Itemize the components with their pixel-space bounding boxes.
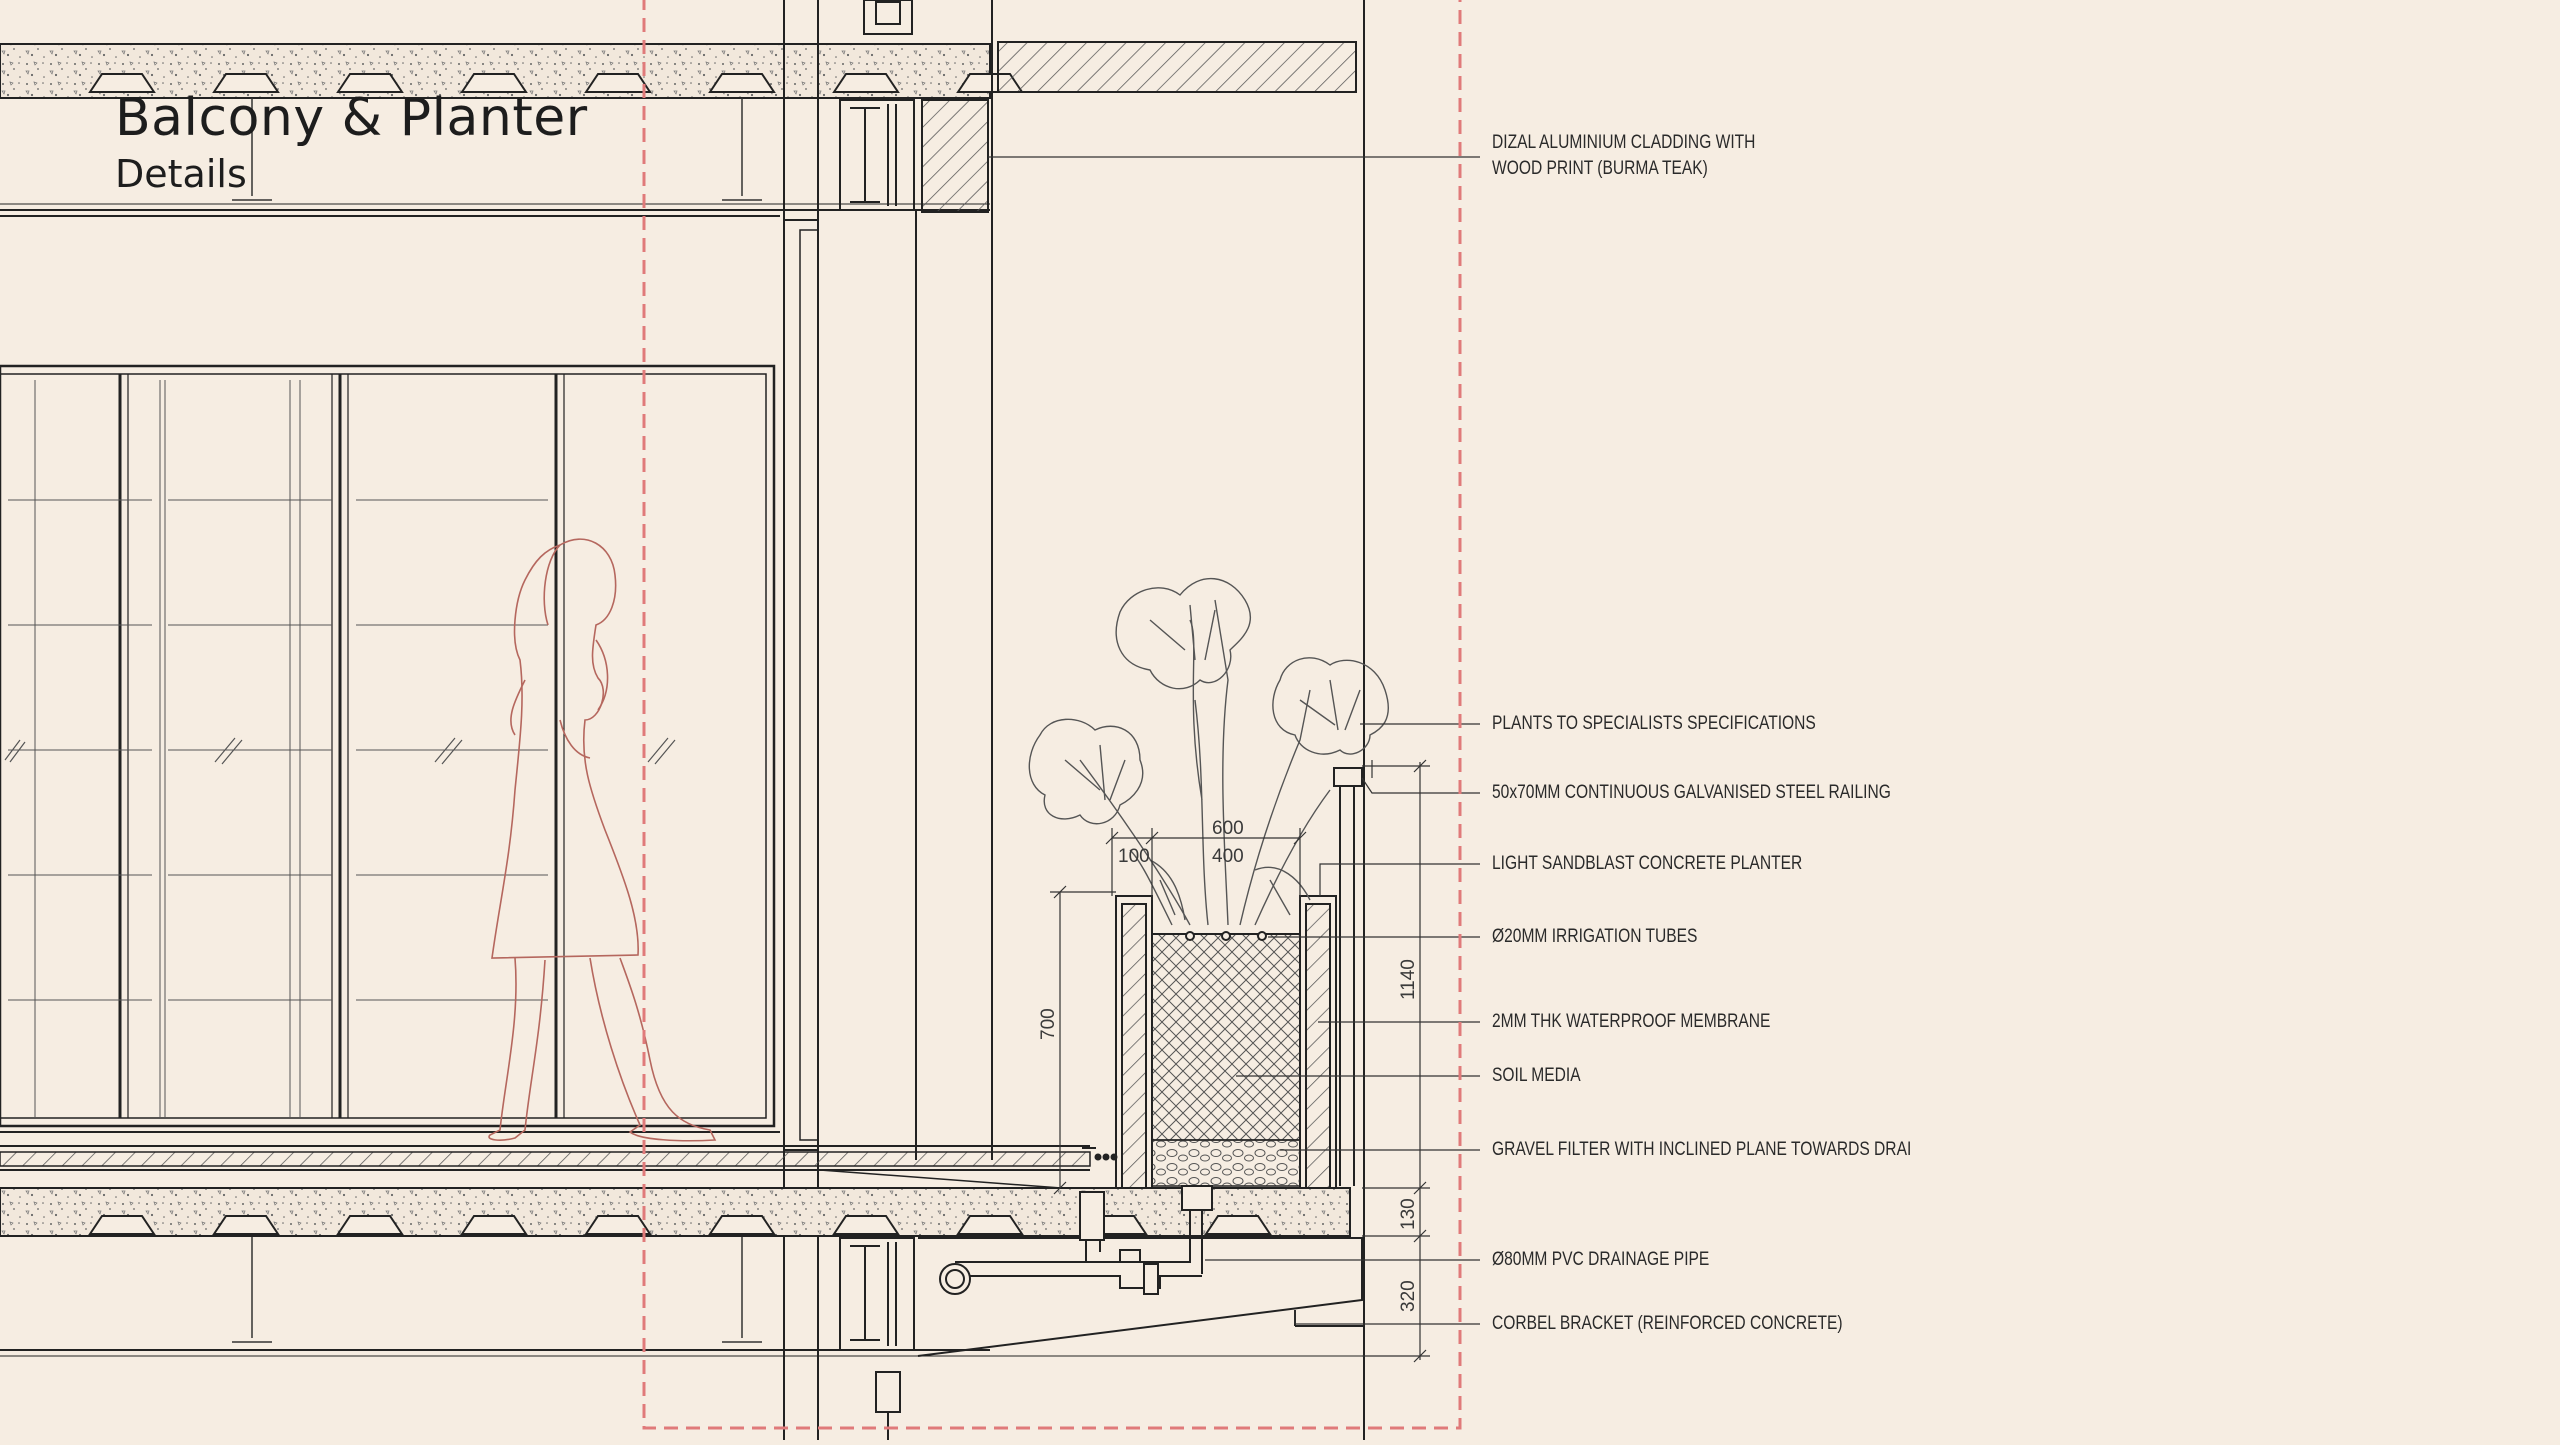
note-pipe: Ø80MM PVC DRAINAGE PIPE xyxy=(1492,1249,1710,1270)
note-gravel: GRAVEL FILTER WITH INCLINED PLANE TOWARD… xyxy=(1492,1139,1912,1160)
note-cladding-line-2: WOOD PRINT (BURMA TEAK) xyxy=(1492,158,1708,179)
dim-320: 320 xyxy=(1398,1280,1419,1312)
slab-rib xyxy=(88,73,156,93)
slab-rib xyxy=(832,1215,900,1235)
slab-rib xyxy=(88,1215,156,1235)
steel-beam-upper xyxy=(839,99,915,211)
page-title: Balcony & Planter xyxy=(115,88,588,148)
slab-rib xyxy=(832,73,900,93)
slab-rib xyxy=(708,1215,776,1235)
note-planter: LIGHT SANDBLAST CONCRETE PLANTER xyxy=(1492,853,1803,874)
steel-railing xyxy=(1082,767,1363,1186)
slab-rib xyxy=(336,1215,404,1235)
dim-1140: 1140 xyxy=(1398,959,1419,1000)
glazing xyxy=(0,215,819,1151)
slab-rib xyxy=(212,1215,280,1235)
slab-rib xyxy=(1204,1215,1272,1235)
note-plants: PLANTS TO SPECIALISTS SPECIFICATIONS xyxy=(1492,713,1816,734)
interior-grid xyxy=(8,380,548,1118)
dim-400: 400 xyxy=(1212,846,1244,867)
slab-rib xyxy=(708,73,776,93)
human-figure xyxy=(488,538,717,1142)
dim-700: 700 xyxy=(1038,1008,1059,1040)
note-irrigation: Ø20MM IRRIGATION TUBES xyxy=(1492,926,1698,947)
note-membrane: 2MM THK WATERPROOF MEMBRANE xyxy=(1492,1011,1771,1032)
drainage-pipe xyxy=(939,1185,1213,1295)
dim-130: 130 xyxy=(1398,1198,1419,1230)
leader-lines xyxy=(988,156,1480,1325)
irrigation-tubes xyxy=(1185,931,1267,941)
slab-rib xyxy=(584,1215,652,1235)
cladding-panels xyxy=(921,41,1357,213)
slab-rib xyxy=(584,73,652,93)
steel-beam-lower xyxy=(839,1237,915,1351)
note-cladding-line-1: DIZAL ALUMINIUM CLADDING WITH xyxy=(1492,132,1756,153)
note-cladding: DIZAL ALUMINIUM CLADDING WITH WOOD PRINT… xyxy=(1492,130,1755,182)
detail-boundary xyxy=(642,0,1462,1430)
dim-100: 100 xyxy=(1118,846,1150,867)
slab-rib xyxy=(336,73,404,93)
note-corbel: CORBEL BRACKET (REINFORCED CONCRETE) xyxy=(1492,1313,1843,1334)
note-railing: 50x70MM CONTINUOUS GALVANISED STEEL RAIL… xyxy=(1492,782,1891,803)
upper-slab xyxy=(0,43,1024,211)
slab-rib xyxy=(460,1215,528,1235)
glass-reflections xyxy=(4,737,676,765)
page-subtitle: Details xyxy=(115,152,247,196)
ceiling-hangers xyxy=(232,98,762,1343)
note-soil: SOIL MEDIA xyxy=(1492,1065,1581,1086)
slab-rib xyxy=(460,73,528,93)
concrete-planter xyxy=(1115,895,1337,1189)
slab-rib xyxy=(956,1215,1024,1235)
plant-sketch xyxy=(1028,578,1389,926)
slab-rib xyxy=(212,73,280,93)
dim-600: 600 xyxy=(1212,818,1244,839)
